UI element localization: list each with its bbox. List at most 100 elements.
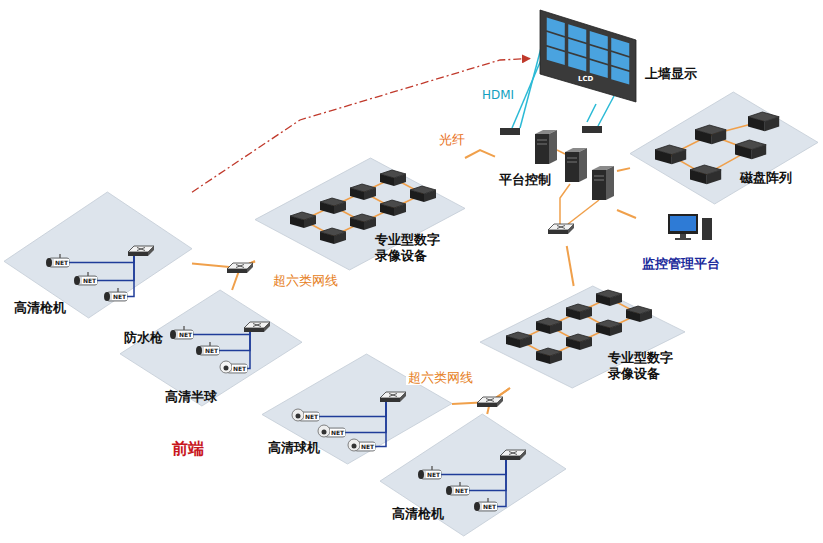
camera-cable (441, 460, 506, 475)
box-side (672, 150, 686, 164)
network-switch (128, 246, 154, 256)
switch-side (400, 392, 406, 402)
camera-icon (318, 425, 345, 437)
camera-mount (183, 326, 185, 330)
monitor (668, 214, 698, 234)
switch-side (247, 263, 253, 273)
camera-icon (170, 326, 193, 339)
box-front (596, 324, 610, 336)
switch-front (500, 456, 520, 460)
box-side (550, 352, 562, 364)
switch-side (568, 224, 574, 234)
server-slots (537, 140, 547, 144)
camera-lens (418, 470, 424, 479)
box-side (752, 145, 766, 159)
recorder-box (380, 170, 406, 186)
box-side (550, 322, 562, 334)
box-side (304, 216, 316, 228)
camera-cable (247, 332, 250, 369)
camera-lens (352, 444, 357, 449)
node-caption: 高清球机 (268, 440, 320, 456)
camera-dome (348, 439, 360, 451)
camera-dome (318, 425, 330, 437)
camera-lens (170, 330, 176, 339)
camera-mount (487, 498, 489, 502)
display-wall: LCD 上墙显示 (530, 4, 712, 104)
camera-icon (446, 482, 469, 495)
node-shape (530, 4, 712, 104)
platform-control: 平台控制 (495, 122, 617, 246)
box-side (364, 218, 376, 230)
camera-mount (87, 272, 89, 276)
camera-icon (74, 272, 97, 285)
box-front (380, 174, 394, 186)
box-front (748, 117, 765, 131)
node-caption: 专业型数字录像设备 (608, 350, 677, 381)
zone-panel (630, 92, 818, 204)
node-caption: 平台控制 (499, 172, 551, 188)
box-side (712, 130, 726, 144)
switch-side (148, 246, 154, 256)
camera-cable (127, 256, 134, 297)
camera-icon (46, 254, 69, 267)
box-side (580, 338, 592, 350)
screen-brand: LCD (578, 75, 593, 83)
box-front (655, 150, 672, 164)
box-side (394, 174, 406, 186)
box-front (626, 310, 640, 322)
recorder-wiring (303, 178, 423, 236)
node-shape (4, 192, 192, 318)
switch-front (244, 328, 264, 332)
box-front (536, 322, 550, 334)
camera-lens (446, 486, 452, 495)
camera-tag: NET (82, 277, 97, 284)
network-cable (192, 261, 255, 268)
node-caption: 高清枪机 (14, 300, 66, 316)
screen-bezel (540, 10, 636, 102)
recorder-box (320, 198, 346, 214)
camera-lens (46, 258, 52, 267)
hdmi-cable (598, 96, 614, 126)
node-shape (630, 92, 818, 204)
server-tower (565, 148, 587, 182)
device-art (668, 214, 712, 240)
camera-tag: NET (426, 471, 441, 478)
aggregation-switch (477, 397, 503, 407)
recorder-box (566, 334, 592, 350)
management-pc: 监控管理平台 (636, 212, 758, 276)
camera-mount (209, 342, 211, 346)
box-side (610, 324, 622, 336)
box-front (320, 232, 334, 244)
camera-cable (469, 460, 506, 491)
switch-arrows (486, 399, 494, 402)
recorder-box (655, 145, 686, 164)
camera-tag: NET (454, 487, 469, 494)
camera-tag: NET (204, 347, 219, 354)
camera-mount (117, 288, 119, 292)
box-side (765, 117, 779, 131)
node-caption: 专业型数字录像设备 (375, 232, 444, 263)
node-caption: 上墙显示 (645, 66, 697, 82)
box-front (320, 202, 334, 214)
box-front (350, 188, 364, 200)
switch-arrows (137, 248, 145, 251)
device-art (500, 126, 614, 234)
box-front (566, 338, 580, 350)
camera-icon (348, 439, 375, 451)
device-art (540, 10, 636, 102)
camera-tag: NET (54, 259, 69, 266)
recorder-box (566, 304, 592, 320)
box-side (520, 336, 532, 348)
camera-lens (196, 346, 202, 355)
box-side (707, 170, 721, 184)
camera-cable (193, 332, 250, 335)
monitor-screen (670, 216, 696, 231)
disk-array-zone: 磁盘阵列 (630, 92, 818, 204)
camera-tag: NET (360, 443, 375, 450)
server-slots (567, 158, 577, 162)
camera-tag: NET (112, 293, 127, 300)
camera-cable (375, 402, 386, 447)
box-side (334, 232, 346, 244)
recorder-box (735, 140, 766, 159)
